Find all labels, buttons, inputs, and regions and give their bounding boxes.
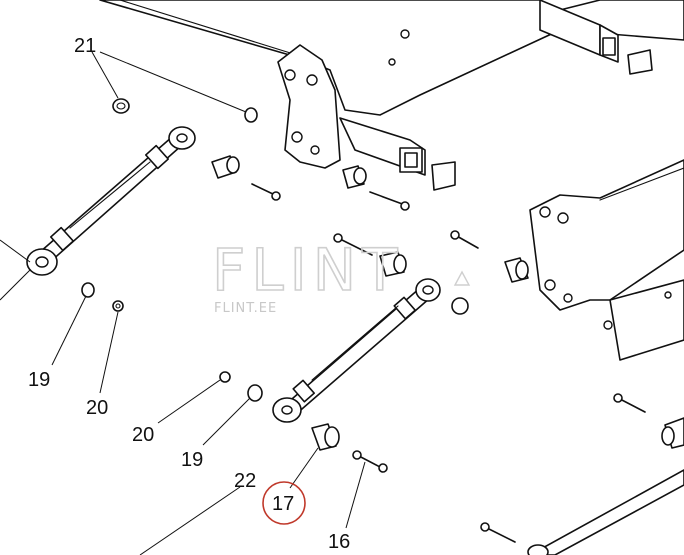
leader-left-edge-b — [0, 269, 31, 301]
leader-left-edge — [0, 239, 31, 263]
callout-19-middle: 19 — [181, 449, 203, 471]
leader-17 — [289, 447, 319, 489]
watermark-triangle-icon — [453, 270, 471, 286]
watermark-logo: FLINT — [212, 236, 404, 304]
bolt-16 — [352, 450, 388, 473]
leader-19a — [51, 295, 87, 366]
callout-17-highlight-ring — [262, 481, 306, 525]
pivot-pin-middle — [379, 251, 407, 277]
pivot-pin-upper-right — [342, 165, 367, 189]
leader-22 — [139, 486, 241, 555]
upper-mount-bracket — [277, 44, 341, 169]
top-link-rod-left — [26, 126, 196, 276]
leader-21b — [99, 51, 247, 113]
flint-watermark: FLINT FLINT.EE — [211, 235, 471, 316]
nut-20-left — [112, 300, 124, 312]
bushing-middle — [451, 297, 469, 315]
bolt-upper-right — [369, 191, 410, 211]
tube-cap-upper — [627, 49, 653, 75]
leader-20a — [99, 311, 119, 394]
leader-16 — [345, 461, 366, 529]
watermark-site: FLINT.EE — [214, 301, 277, 316]
bushing-21-a — [112, 98, 130, 114]
bushing-21-b — [244, 107, 258, 123]
leader-lines — [0, 51, 366, 555]
callout-16: 16 — [328, 531, 350, 553]
callout-20-left: 20 — [86, 397, 108, 419]
callout-17: 17 — [272, 493, 294, 515]
callout-19-left: 19 — [28, 369, 50, 391]
lower-frame-beam — [529, 159, 684, 361]
callout-labels: 21 19 20 20 19 22 17 16 — [28, 35, 350, 553]
bolt-lower-right-a — [613, 393, 646, 413]
bolt-lower-right-b — [480, 522, 516, 543]
leader-21a — [91, 51, 119, 99]
top-link-rod-middle — [272, 278, 441, 423]
bolt-middle-left — [333, 233, 373, 256]
pivot-pin-right — [504, 257, 529, 283]
leader-19b — [202, 397, 251, 446]
upper-tube-end — [539, 0, 619, 63]
pivot-pin-lower-right — [661, 417, 684, 449]
tube-cap-lower — [431, 161, 456, 191]
callout-22: 22 — [234, 470, 256, 492]
leader-20b — [157, 379, 221, 424]
pivot-pin-17 — [311, 423, 340, 451]
lower-link-rod-right — [527, 469, 684, 555]
pivot-pin-upper-left — [211, 155, 240, 179]
callout-21: 21 — [74, 35, 96, 57]
bushing-19-left — [81, 282, 95, 298]
bolt-middle-right — [450, 230, 479, 249]
nut-20-middle — [219, 371, 231, 383]
bushing-19-middle — [247, 384, 263, 402]
callout-20-middle: 20 — [132, 424, 154, 446]
upper-frame-beam — [99, 0, 684, 116]
upper-receiver-tube — [339, 117, 426, 176]
bolt-upper-left — [251, 183, 281, 201]
